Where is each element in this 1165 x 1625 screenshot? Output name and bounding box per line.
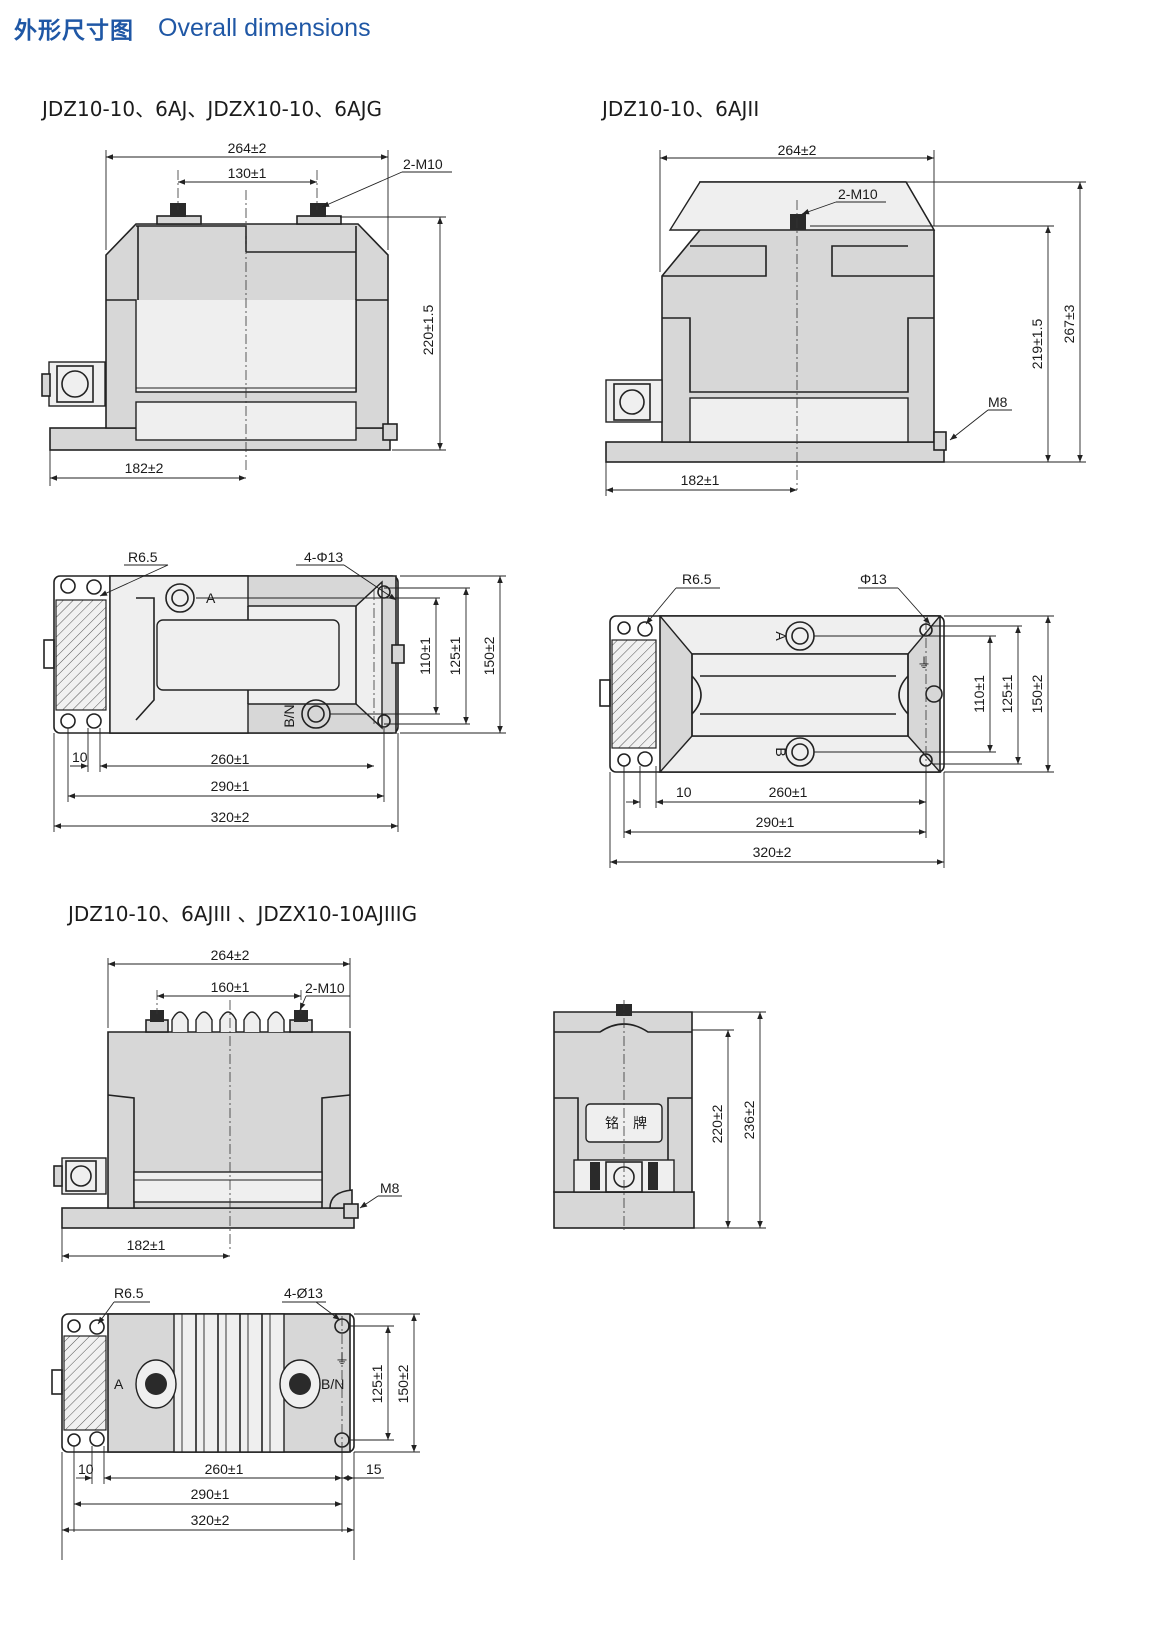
mark-a-v7: A: [114, 1376, 124, 1392]
dim-182-v5: 182±1: [127, 1237, 166, 1253]
ground-mark-v7: ⏚: [335, 1351, 349, 1367]
view1-front-dimensions: 264±2 130±1 2-M10 220±1.5 182±2: [49, 140, 452, 486]
dim-160: 160±1: [211, 979, 250, 995]
dim-260-v7: 260±1: [205, 1461, 244, 1477]
dim-2m10-v3: 2-M10: [838, 186, 878, 202]
dim-r65-v4: R6.5: [682, 571, 712, 587]
view6-side-elevation: 铭 牌: [553, 1000, 695, 1230]
dim-150-v7: 150±2: [395, 1364, 411, 1403]
dim-264-v5: 264±2: [211, 947, 250, 963]
dim-125-v2: 125±1: [447, 636, 463, 675]
view1-front-elevation: [41, 170, 398, 470]
view7-plan-view: A B/N ⏚: [51, 1313, 355, 1453]
dim-110-v4: 110±1: [971, 675, 987, 713]
title-chinese: 外形尺寸图: [14, 18, 134, 44]
nameplate-char-2: 牌: [633, 1115, 647, 1131]
dim-125-v7: 125±1: [369, 1364, 385, 1403]
mark-bn-v2: B/N: [281, 704, 297, 727]
dim-260-v2: 260±1: [211, 751, 250, 767]
caption-model-2: JDZ10-10、6AJII: [600, 97, 759, 121]
dim-290-v4: 290±1: [756, 814, 795, 830]
dim-13-v4: Φ13: [860, 571, 887, 587]
dim-267: 267±3: [1061, 304, 1077, 343]
dim-182-v1: 182±2: [125, 460, 164, 476]
dim-130: 130±1: [228, 165, 267, 181]
dim-15-v7: 15: [366, 1461, 382, 1477]
nameplate-char-1: 铭: [605, 1115, 619, 1131]
dim-236: 236±2: [741, 1100, 757, 1139]
dim-2m10-v1: 2-M10: [403, 156, 443, 172]
view4-plan-view: A B ⏚: [599, 615, 996, 773]
title-english: Overall dimensions: [158, 13, 371, 42]
dim-10-v7: 10: [78, 1461, 94, 1477]
dim-r65-v2: R6.5: [128, 549, 158, 565]
dim-m8-v5: M8: [380, 1180, 400, 1196]
dim-264-v1: 264±2: [228, 140, 267, 156]
dim-m8-v3: M8: [988, 394, 1008, 410]
dim-125-v4: 125±1: [999, 674, 1015, 713]
mark-b-v4: B: [773, 747, 789, 756]
dim-260-v4: 260±1: [769, 784, 808, 800]
dim-320-v7: 320±2: [191, 1512, 230, 1528]
caption-model-3: JDZ10-10、6AJIII 、JDZX10-10AJIIIG: [66, 902, 417, 926]
dim-150-v4: 150±2: [1029, 674, 1045, 713]
dim-r65-v7: R6.5: [114, 1285, 144, 1301]
mark-bn-v7: B/N: [321, 1376, 344, 1392]
dim-10-v4: 10: [676, 784, 692, 800]
view4-plan-dimensions: R6.5 Φ13 110±1 125±1 150±2 10 260±1 290±…: [609, 571, 1054, 868]
dim-219: 219±1.5: [1029, 319, 1045, 370]
mark-a-v4: A: [773, 631, 789, 641]
ground-mark-v4: ⏚: [917, 655, 931, 671]
dim-2m10-v5: 2-M10: [305, 980, 345, 996]
dim-10-v2: 10: [72, 749, 88, 765]
dim-182-v3: 182±1: [681, 472, 720, 488]
dim-220-v6: 220±2: [709, 1104, 725, 1143]
view2-plan-view: A B/N: [43, 575, 440, 734]
dim-264-v3: 264±2: [778, 142, 817, 158]
dim-320-v2: 320±2: [211, 809, 250, 825]
dim-290-v7: 290±1: [191, 1486, 230, 1502]
view2-plan-dimensions: R6.5 4-Φ13 110±1 125±1 150±2 10 260±1 29…: [53, 549, 506, 832]
view5-front-elevation: [53, 990, 359, 1250]
view3-front-dimensions: 264±2 2-M10 219±1.5 267±3 M8 182±1: [605, 142, 1086, 496]
dim-320-v4: 320±2: [753, 844, 792, 860]
dim-413-v2: 4-Φ13: [304, 549, 343, 565]
dim-220: 220±1.5: [420, 305, 436, 356]
dim-290-v2: 290±1: [211, 778, 250, 794]
mark-a-v2: A: [206, 590, 216, 606]
page-header: 外形尺寸图 Overall dimensions: [14, 10, 371, 46]
view6-side-dimensions: 220±2 236±2: [634, 1011, 766, 1229]
view7-plan-dimensions: R6.5 4-Ø13 125±1 150±2 10 260±1 15 290±1…: [61, 1285, 420, 1560]
view5-front-dimensions: 264±2 160±1 2-M10 M8 182±1: [61, 947, 402, 1262]
caption-model-1: JDZ10-10、6AJ、JDZX10-10、6AJG: [40, 97, 382, 121]
view3-front-elevation: [605, 181, 947, 490]
dim-150-v2: 150±2: [481, 636, 497, 675]
dim-413-v7: 4-Ø13: [284, 1285, 323, 1301]
dim-110-v2: 110±1: [417, 637, 433, 675]
